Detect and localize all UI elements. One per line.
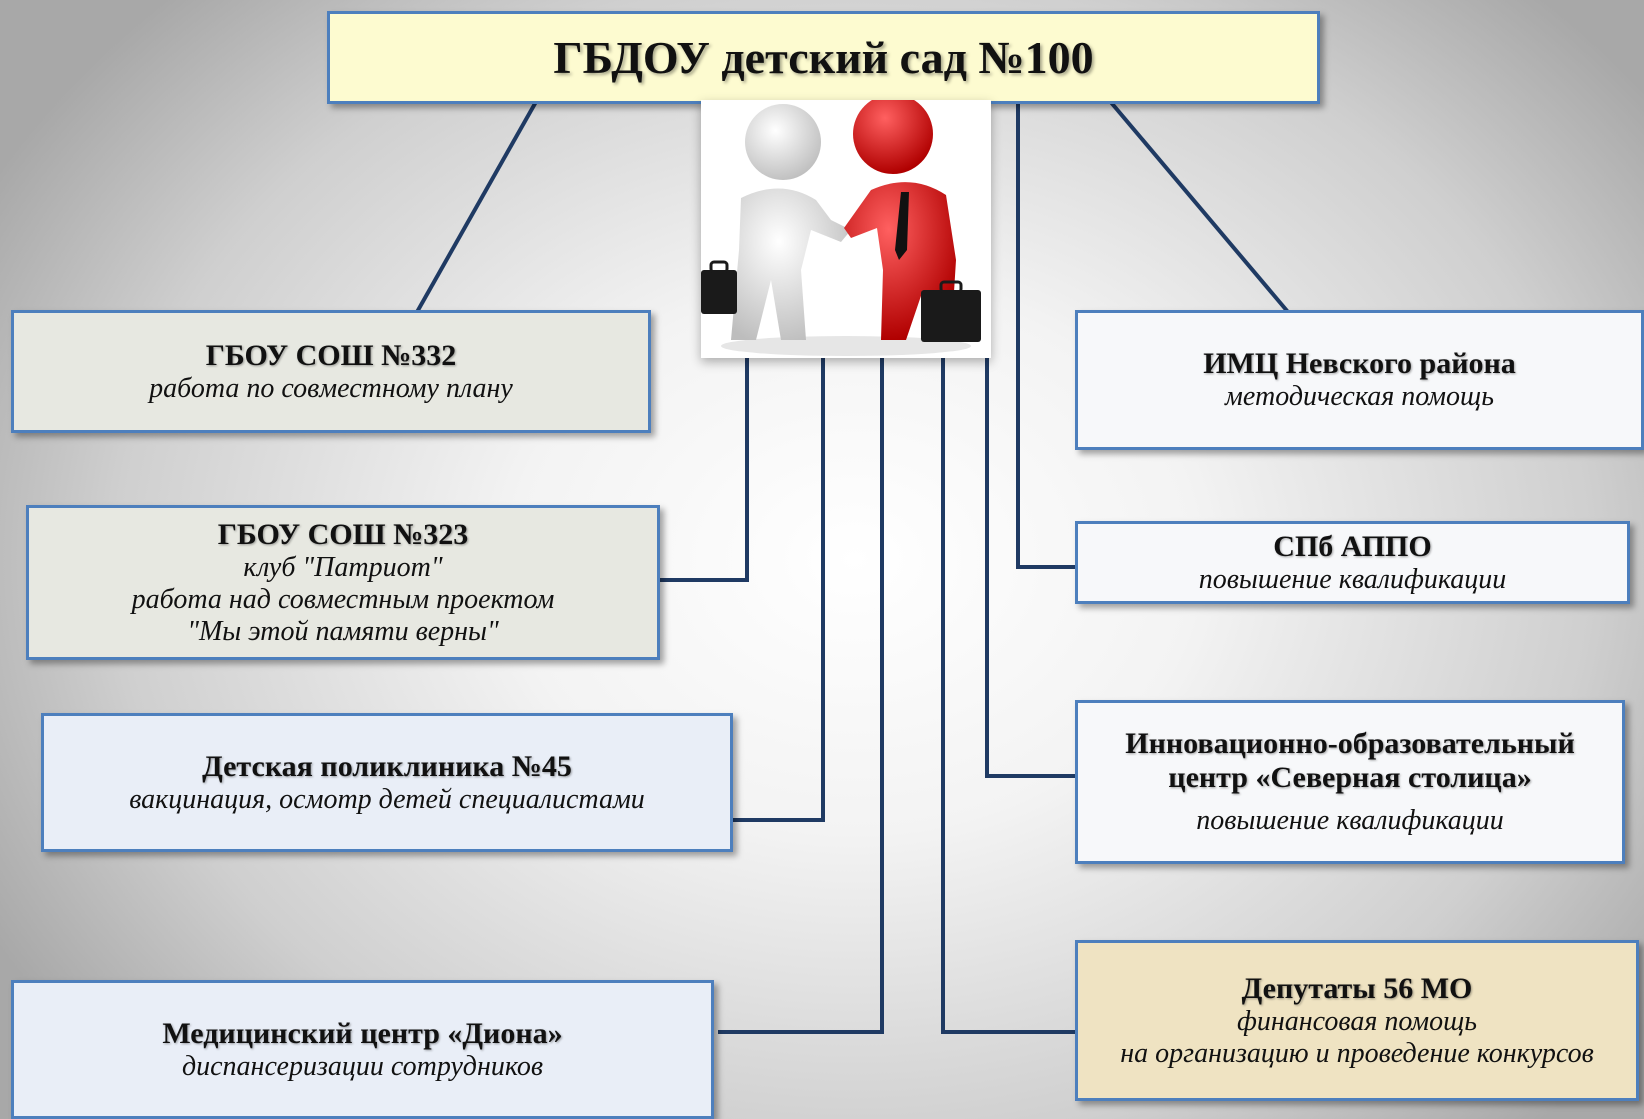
partner-description: на организацию и проведение конкурсов — [1120, 1037, 1594, 1069]
partner-description: методическая помощь — [1225, 381, 1494, 412]
connector-imc — [1107, 98, 1290, 314]
partner-diona: Медицинский центр «Диона» диспансеризаци… — [11, 980, 714, 1119]
connector-sosh332 — [415, 99, 539, 313]
partner-northern-capital: Инновационно-образовательный центр «Севе… — [1075, 700, 1625, 864]
center-box: ГБДОУ детский сад №100 — [327, 11, 1320, 104]
partner-description: работа над совместным проектом — [131, 583, 555, 615]
partner-description: работа по совместному плану — [149, 372, 513, 404]
partner-description: вакцинация, осмотр детей специалистами — [129, 783, 645, 815]
partner-title: Медицинский центр «Диона» — [162, 1016, 563, 1050]
handshake-illustration-icon — [701, 100, 991, 358]
partner-sosh323: ГБОУ СОШ №323 клуб "Патриот" работа над … — [26, 505, 660, 660]
partner-description: "Мы этой памяти верны" — [187, 615, 499, 647]
connector-appo — [1016, 100, 1077, 569]
partner-description: повышение квалификации — [1198, 563, 1507, 595]
partner-title: СПб АППО — [1273, 529, 1432, 563]
partner-description: диспансеризации сотрудников — [181, 1050, 544, 1082]
partner-title: ИМЦ Невского района — [1203, 347, 1516, 380]
partner-description: клуб "Патриот" — [243, 551, 443, 583]
partner-sosh332: ГБОУ СОШ №332 работа по совместному план… — [11, 310, 651, 433]
partner-imc: ИМЦ Невского района методическая помощь — [1075, 310, 1644, 450]
partner-title: ГБОУ СОШ №332 — [205, 338, 457, 372]
partner-description: финансовая помощь — [1236, 1005, 1478, 1037]
partner-title: ГБОУ СОШ №323 — [217, 517, 469, 551]
partner-deputies: Депутаты 56 МО финансовая помощь на орга… — [1075, 940, 1639, 1101]
partner-title: Детская поликлиника №45 — [202, 749, 572, 783]
partner-title: Депутаты 56 МО — [1241, 971, 1473, 1005]
partner-description: повышение квалификации — [1196, 805, 1504, 836]
partner-polyclinic45: Детская поликлиника №45 вакцинация, осмо… — [41, 713, 733, 852]
connector-sosh323 — [658, 358, 749, 582]
connector-deputies — [941, 358, 1077, 1034]
connector-polyclinic45 — [733, 358, 825, 822]
center-title: ГБДОУ детский сад №100 — [553, 32, 1094, 83]
partner-appo: СПб АППО повышение квалификации — [1075, 521, 1630, 604]
connector-northern-capital — [985, 358, 1077, 778]
partner-title: Инновационно-образовательный — [1125, 727, 1575, 760]
partner-title: центр «Северная столица» — [1168, 761, 1532, 794]
connector-diona — [718, 358, 884, 1034]
